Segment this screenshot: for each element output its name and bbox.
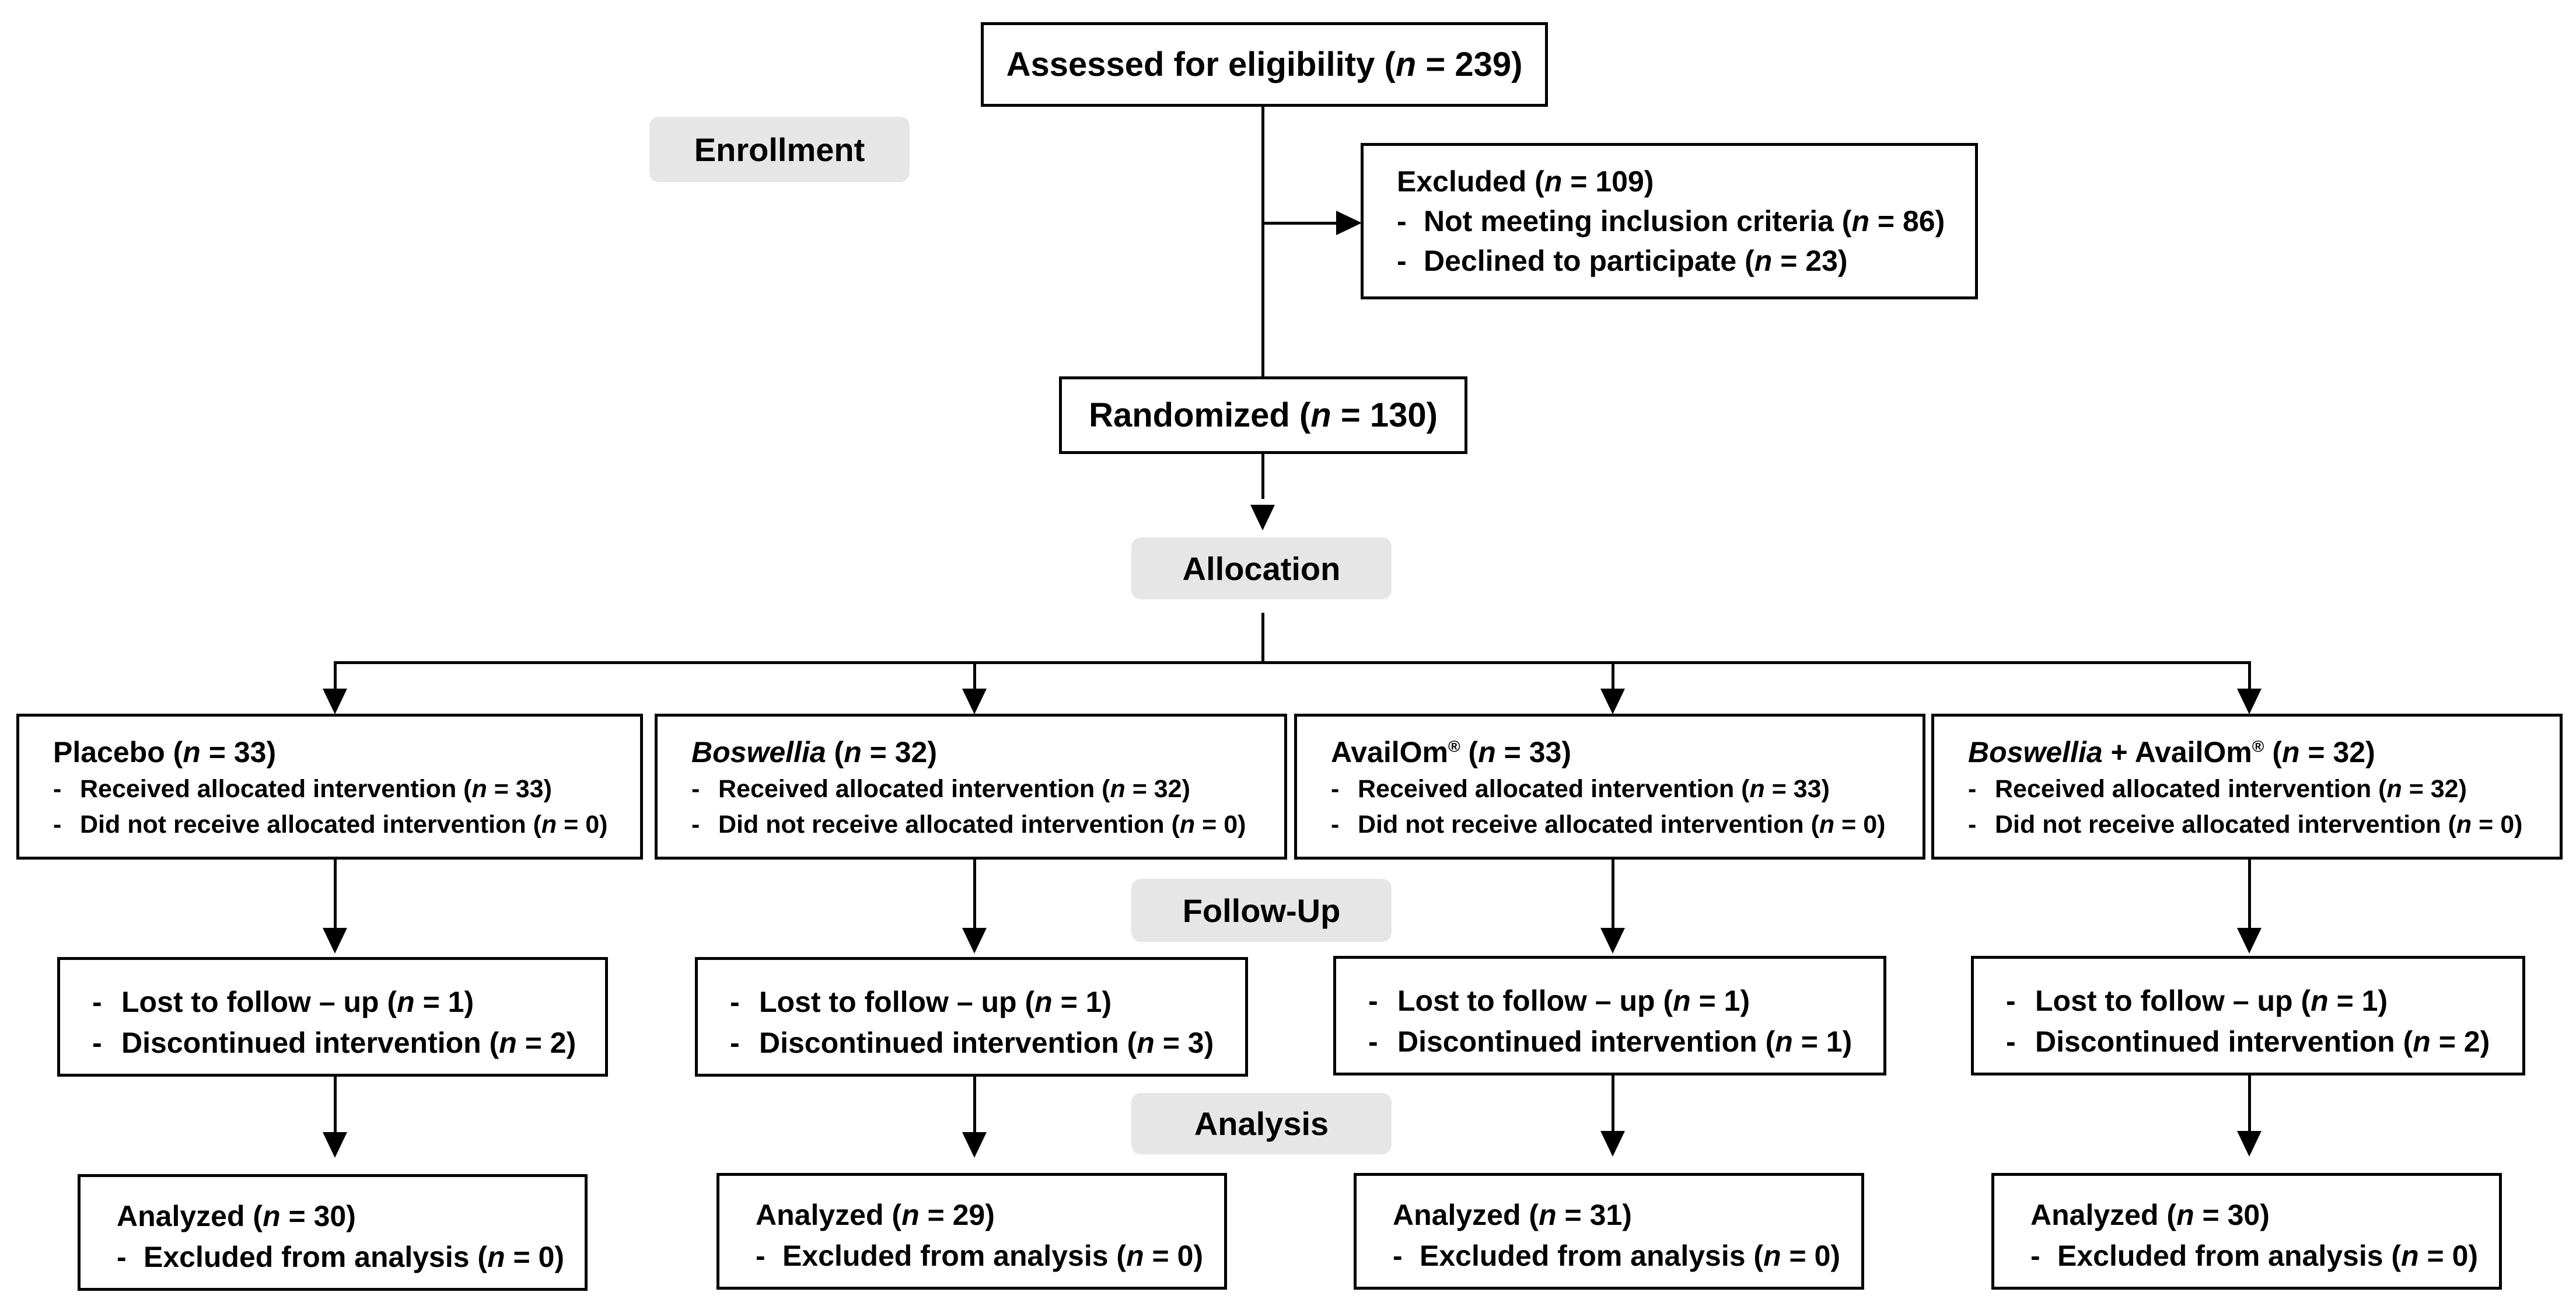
stage-analysis: Analysis	[1131, 1093, 1392, 1154]
arrow-follow-1	[323, 928, 347, 954]
followup-item: -Discontinued intervention (n = 3)	[730, 1026, 1214, 1059]
stage-allocation-label: Allocation	[1182, 550, 1341, 587]
analysis-item: -Excluded from analysis (n = 0)	[117, 1241, 565, 1273]
allocation-title: Boswellia + AvailOm® (n = 32)	[1968, 736, 2375, 769]
allocation-box-placebo: Placebo (n = 33) -Received allocated int…	[16, 714, 643, 860]
analysis-item: -Excluded from analysis (n = 0)	[1393, 1239, 1841, 1272]
followup-item: -Lost to follow – up (n = 1)	[1368, 984, 1750, 1017]
analysis-title: Analyzed (n = 31)	[1393, 1199, 1632, 1231]
arrow-allocation-1	[323, 689, 347, 714]
stage-allocation: Allocation	[1131, 537, 1392, 599]
assessed-box: Assessed for eligibility (n = 239)	[981, 22, 1548, 107]
connector-to-excluded	[1261, 222, 1355, 225]
allocation-title: Placebo (n = 33)	[53, 736, 277, 769]
connector-allocation-branch	[1261, 613, 1264, 664]
randomized-box: Randomized (n = 130)	[1059, 376, 1467, 454]
arrow-analysis-3	[1600, 1131, 1625, 1157]
stage-enrollment-label: Enrollment	[694, 131, 865, 168]
followup-item: -Lost to follow – up (n = 1)	[730, 986, 1112, 1018]
allocation-item: -Did not receive allocated intervention …	[691, 811, 1246, 839]
allocation-item: -Did not receive allocated intervention …	[1331, 811, 1886, 839]
allocation-box-availom: AvailOm® (n = 33) -Received allocated in…	[1294, 714, 1925, 860]
drop-4	[2248, 661, 2251, 693]
excluded-box: Excluded (n = 109) -Not meeting inclusio…	[1361, 143, 1978, 299]
connector-randomized-allocation	[1261, 452, 1264, 499]
follow-analysis-1	[334, 1074, 337, 1132]
analysis-box-3: Analyzed (n = 31) -Excluded from analysi…	[1354, 1173, 1864, 1290]
followup-item: -Discontinued intervention (n = 1)	[1368, 1025, 1853, 1058]
excluded-item-2: -Declined to participate (n = 23)	[1397, 245, 1848, 277]
stage-enrollment: Enrollment	[649, 117, 910, 182]
randomized-text: Randomized (n = 130)	[1089, 396, 1438, 434]
allocation-item: -Received allocated intervention (n = 32…	[1968, 775, 2467, 803]
stage-followup-label: Follow-Up	[1182, 892, 1341, 929]
stage-followup: Follow-Up	[1131, 879, 1392, 942]
alloc-follow-1	[334, 858, 337, 928]
arrow-analysis-4	[2237, 1131, 2262, 1157]
arrow-analysis-2	[962, 1132, 987, 1158]
allocation-title: Boswellia (n = 32)	[691, 736, 937, 769]
allocation-box-boswellia: Boswellia (n = 32) -Received allocated i…	[655, 714, 1287, 860]
stage-analysis-label: Analysis	[1194, 1105, 1329, 1142]
analysis-item: -Excluded from analysis (n = 0)	[2030, 1239, 2479, 1272]
alloc-follow-2	[973, 858, 976, 928]
alloc-follow-4	[2248, 858, 2251, 928]
analysis-title: Analyzed (n = 29)	[756, 1199, 995, 1231]
arrow-analysis-1	[323, 1132, 347, 1158]
arrow-to-allocation	[1250, 505, 1275, 530]
followup-item: -Lost to follow – up (n = 1)	[92, 986, 474, 1018]
arrow-follow-4	[2237, 928, 2262, 954]
arrow-to-excluded	[1336, 211, 1362, 235]
analysis-box-4: Analyzed (n = 30) -Excluded from analysi…	[1991, 1173, 2502, 1290]
arrow-follow-3	[1600, 928, 1625, 954]
arrow-allocation-4	[2237, 689, 2262, 714]
followup-item: -Discontinued intervention (n = 2)	[92, 1026, 576, 1059]
allocation-box-combined: Boswellia + AvailOm® (n = 32) -Received …	[1931, 714, 2563, 860]
allocation-title: AvailOm® (n = 33)	[1331, 736, 1571, 769]
connector-assessed-randomized	[1261, 105, 1264, 379]
arrow-allocation-2	[962, 689, 987, 714]
analysis-box-2: Analyzed (n = 29) -Excluded from analysi…	[716, 1173, 1227, 1290]
analysis-item: -Excluded from analysis (n = 0)	[756, 1239, 1204, 1272]
follow-analysis-2	[973, 1074, 976, 1132]
follow-analysis-3	[1612, 1073, 1614, 1131]
allocation-item: -Received allocated intervention (n = 32…	[691, 775, 1190, 803]
followup-item: -Discontinued intervention (n = 2)	[2006, 1025, 2490, 1058]
follow-analysis-4	[2248, 1073, 2251, 1131]
allocation-item: -Did not receive allocated intervention …	[53, 811, 608, 839]
drop-2	[973, 661, 976, 693]
followup-box-2: -Lost to follow – up (n = 1) -Discontinu…	[695, 957, 1248, 1077]
followup-box-4: -Lost to follow – up (n = 1) -Discontinu…	[1971, 956, 2525, 1075]
alloc-follow-3	[1612, 858, 1614, 928]
drop-3	[1612, 661, 1614, 693]
followup-box-1: -Lost to follow – up (n = 1) -Discontinu…	[57, 957, 608, 1077]
allocation-item: -Received allocated intervention (n = 33…	[53, 775, 552, 803]
allocation-item: -Did not receive allocated intervention …	[1968, 811, 2523, 839]
allocation-item: -Received allocated intervention (n = 33…	[1331, 775, 1830, 803]
drop-1	[334, 661, 337, 693]
followup-box-3: -Lost to follow – up (n = 1) -Discontinu…	[1333, 956, 1886, 1075]
arrow-follow-2	[962, 928, 987, 954]
followup-item: -Lost to follow – up (n = 1)	[2006, 984, 2388, 1017]
analysis-title: Analyzed (n = 30)	[117, 1200, 356, 1232]
excluded-title: Excluded (n = 109)	[1397, 165, 1654, 198]
analysis-box-1: Analyzed (n = 30) -Excluded from analysi…	[78, 1174, 588, 1291]
analysis-title: Analyzed (n = 30)	[2030, 1199, 2270, 1231]
excluded-item-1: -Not meeting inclusion criteria (n = 86)	[1397, 205, 1945, 238]
arrow-allocation-3	[1600, 689, 1625, 714]
assessed-text: Assessed for eligibility (n = 239)	[1006, 46, 1523, 83]
branch-horizontal	[334, 661, 2251, 664]
